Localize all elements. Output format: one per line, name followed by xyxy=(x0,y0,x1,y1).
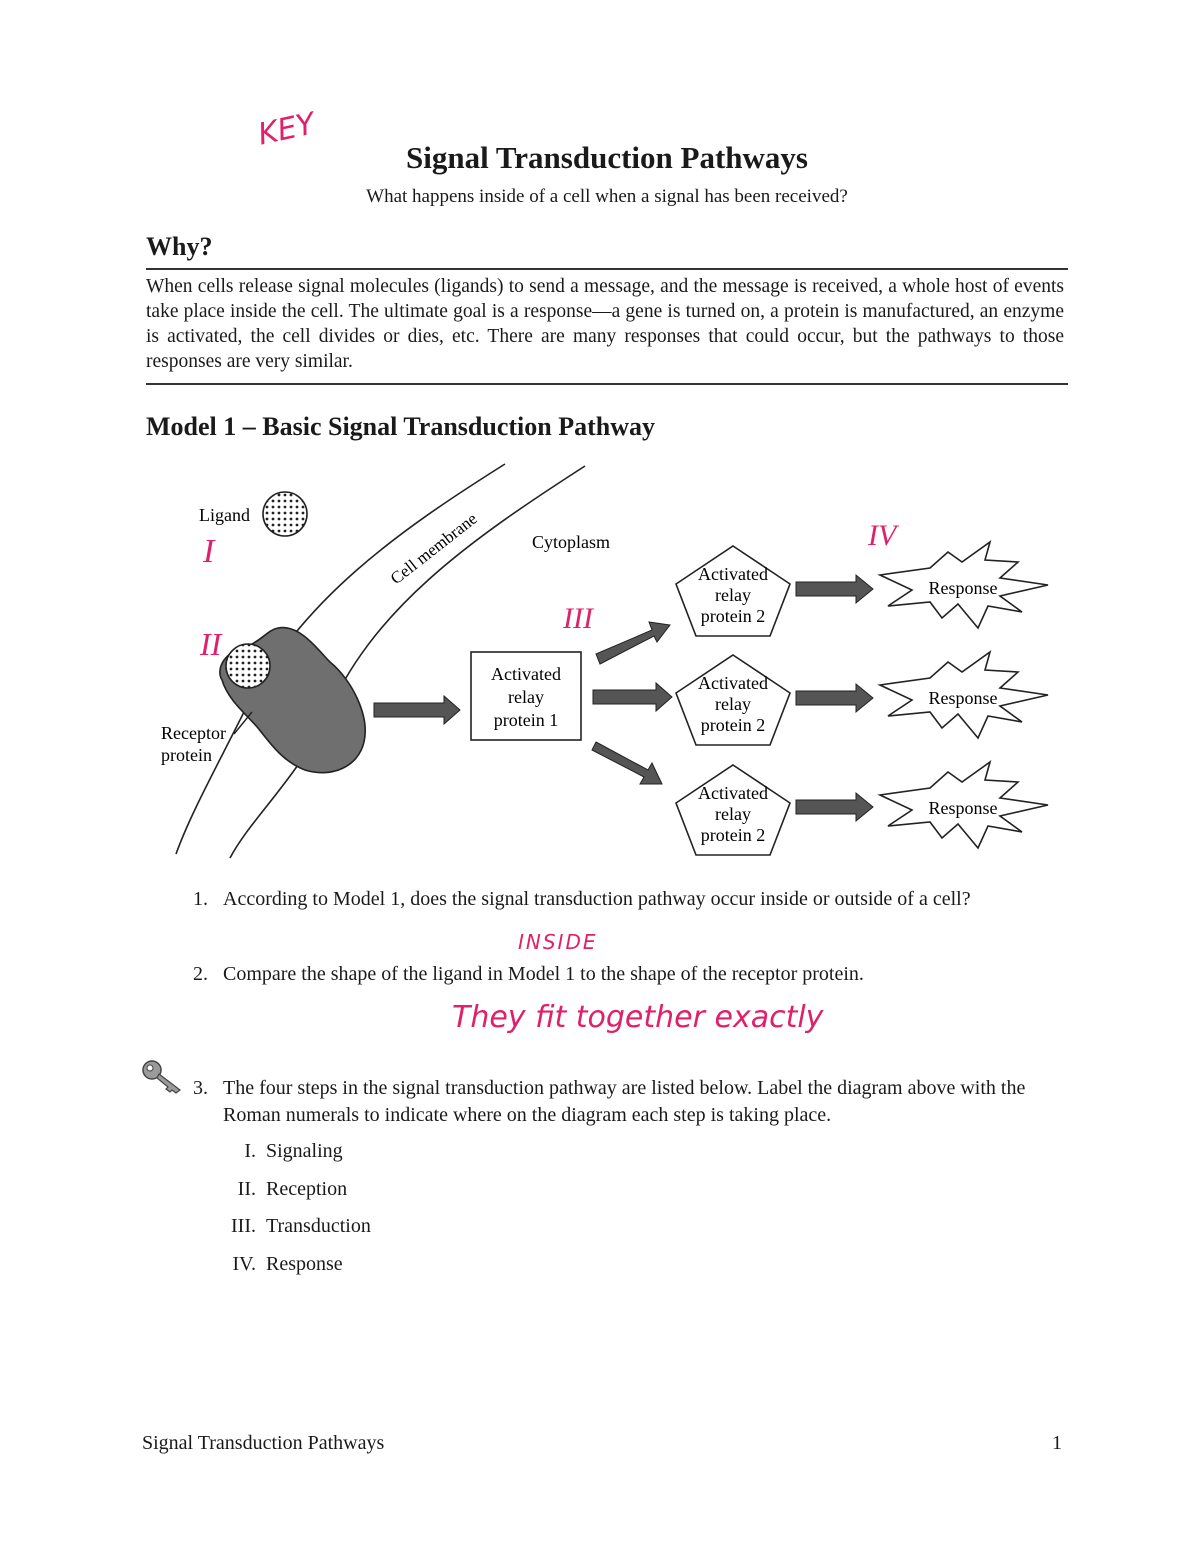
step-numeral: IV. xyxy=(232,1253,256,1275)
why-top-rule xyxy=(146,268,1068,270)
question-3-text: The four steps in the signal transductio… xyxy=(223,1077,1026,1126)
annotation-step3: III xyxy=(562,602,595,635)
arrow-to-response-top xyxy=(795,573,874,605)
step-reception: II. Reception xyxy=(238,1178,348,1201)
page-title: Signal Transduction Pathways xyxy=(406,140,808,175)
answer-1-handwritten: INSIDE xyxy=(518,930,598,954)
bound-ligand-circle xyxy=(225,643,271,689)
relay1-line2: relay xyxy=(508,687,544,707)
arrow-relay1-to-relay2-top xyxy=(595,621,671,665)
arrow-relay1-to-relay2-middle xyxy=(592,681,673,713)
svg-text:relay: relay xyxy=(715,585,751,605)
step-label: Signaling xyxy=(266,1140,343,1162)
relay1-line3: protein 1 xyxy=(494,710,559,730)
svg-text:Response: Response xyxy=(929,578,998,598)
arrow-receptor-to-relay1 xyxy=(373,694,461,726)
annotation-step2: II xyxy=(199,626,223,662)
key-icon xyxy=(142,1060,181,1094)
step-label: Response xyxy=(266,1253,343,1275)
step-numeral: II. xyxy=(237,1178,256,1200)
step-signaling: I. Signaling xyxy=(244,1140,343,1163)
step-numeral: III. xyxy=(231,1215,256,1237)
step-transduction: III. Transduction xyxy=(231,1215,371,1238)
relay-protein-2-bottom: Activated relay protein 2 xyxy=(675,764,791,856)
annotation-step4: IV xyxy=(867,519,900,552)
svg-text:relay: relay xyxy=(715,694,751,714)
question-3-number: 3. xyxy=(193,1077,208,1099)
svg-text:protein 2: protein 2 xyxy=(701,825,766,845)
annotation-step1: I xyxy=(202,533,216,570)
step-numeral: I. xyxy=(244,1140,256,1162)
receptor-leader-line xyxy=(233,711,253,735)
step-label: Transduction xyxy=(266,1215,371,1237)
arrow-relay1-to-relay2-bottom xyxy=(591,741,663,785)
question-2-number: 2. xyxy=(193,963,208,985)
question-1-text: According to Model 1, does the signal tr… xyxy=(223,888,971,910)
footer-page-number: 1 xyxy=(1052,1432,1062,1454)
arrow-to-response-bottom xyxy=(795,791,874,823)
response-burst-top: Response xyxy=(877,540,1049,630)
why-heading: Why? xyxy=(146,232,213,261)
svg-text:protein 2: protein 2 xyxy=(701,606,766,626)
relay-protein-1-box xyxy=(470,651,582,741)
svg-text:Activated: Activated xyxy=(698,783,768,803)
relay1-line1: Activated xyxy=(491,664,561,684)
answer-2-handwritten: They fit together exactly xyxy=(452,1000,824,1035)
relay-protein-2-top: Activated relay protein 2 xyxy=(675,545,791,637)
receptor-label-line2: protein xyxy=(161,745,212,765)
step-label: Reception xyxy=(266,1178,348,1200)
question-1-number: 1. xyxy=(193,888,208,910)
ligand-label: Ligand xyxy=(199,505,250,525)
footer-title: Signal Transduction Pathways xyxy=(142,1432,385,1454)
why-paragraph: When cells release signal molecules (lig… xyxy=(146,276,1064,372)
svg-text:Activated: Activated xyxy=(698,564,768,584)
svg-text:relay: relay xyxy=(715,804,751,824)
response-burst-bottom: Response xyxy=(877,760,1049,850)
signal-pathway-diagram: Cell membrane Ligand I II Receptor prote… xyxy=(161,463,1049,859)
response-burst-middle: Response xyxy=(877,650,1049,740)
ligand-circle xyxy=(262,491,308,537)
svg-text:protein 2: protein 2 xyxy=(701,715,766,735)
svg-text:Response: Response xyxy=(929,688,998,708)
svg-text:Response: Response xyxy=(929,798,998,818)
arrow-to-response-middle xyxy=(795,682,874,714)
cytoplasm-label: Cytoplasm xyxy=(532,532,610,552)
relay-protein-2-middle: Activated relay protein 2 xyxy=(675,654,791,746)
svg-text:Activated: Activated xyxy=(698,673,768,693)
page-subtitle: What happens inside of a cell when a sig… xyxy=(366,186,848,207)
receptor-label-line1: Receptor xyxy=(161,723,226,743)
why-bottom-rule xyxy=(146,383,1068,385)
question-2-text: Compare the shape of the ligand in Model… xyxy=(223,963,864,985)
step-response: IV. Response xyxy=(232,1253,343,1276)
model-heading: Model 1 – Basic Signal Transduction Path… xyxy=(146,412,655,441)
